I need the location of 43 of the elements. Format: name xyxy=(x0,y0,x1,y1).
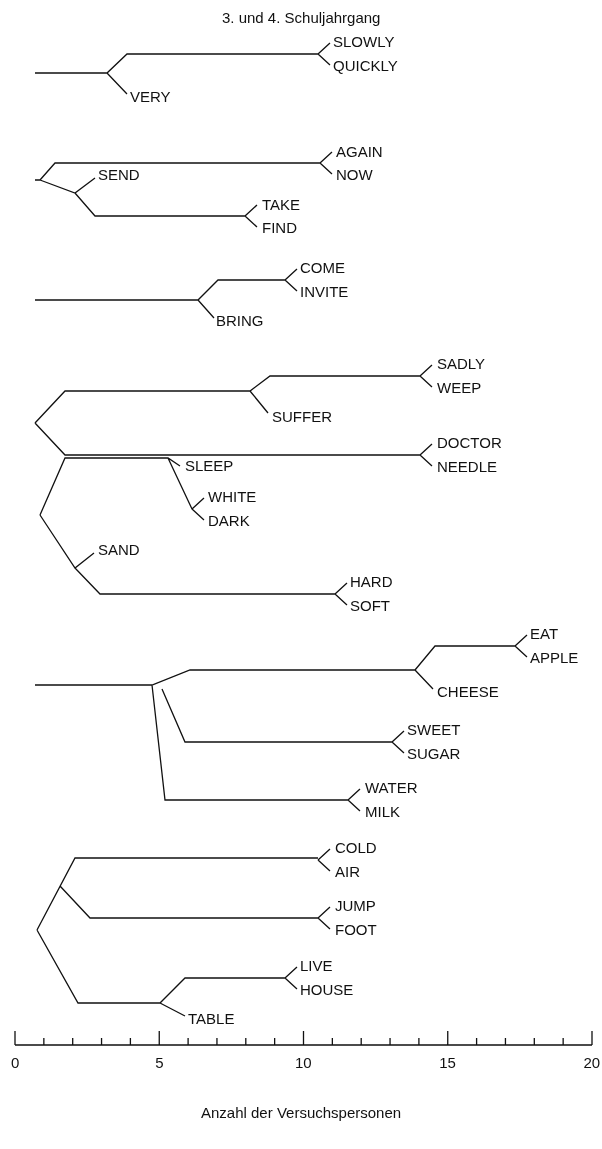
word-label: WATER xyxy=(365,779,418,797)
word-label: FOOT xyxy=(335,921,377,939)
axis-title: Anzahl der Versuchspersonen xyxy=(201,1104,402,1122)
word-label: HARD xyxy=(350,573,393,591)
word-label: LIVE xyxy=(300,957,333,975)
word-label: TAKE xyxy=(262,196,301,214)
word-label: SEND xyxy=(98,166,140,184)
word-label: SOFT xyxy=(350,597,390,615)
word-label: BRING xyxy=(216,312,264,330)
word-label: SWEET xyxy=(407,721,461,739)
word-label: WEEP xyxy=(437,379,482,397)
word-label: SLEEP xyxy=(185,457,234,475)
word-label: SUGAR xyxy=(407,745,461,763)
word-label: AGAIN xyxy=(336,143,383,161)
word-label: EAT xyxy=(530,625,559,643)
word-label: SAND xyxy=(98,541,140,559)
word-label: TABLE xyxy=(188,1010,235,1028)
word-label: NOW xyxy=(336,166,373,184)
word-label: NEEDLE xyxy=(437,458,498,476)
tick-label: 0 xyxy=(11,1054,20,1072)
tick-label: 5 xyxy=(155,1054,164,1072)
word-label: COME xyxy=(300,259,345,277)
word-label: FIND xyxy=(262,219,297,237)
word-label: JUMP xyxy=(335,897,376,915)
word-label: INVITE xyxy=(300,283,349,301)
word-label: AIR xyxy=(335,863,360,881)
tick-label: 20 xyxy=(583,1054,601,1072)
word-label: SADLY xyxy=(437,355,486,373)
word-label: DOCTOR xyxy=(437,434,502,452)
word-label: HOUSE xyxy=(300,981,354,999)
tick-label: 10 xyxy=(295,1054,312,1072)
word-label: APPLE xyxy=(530,649,579,667)
word-label: DARK xyxy=(208,512,250,530)
word-label: COLD xyxy=(335,839,377,857)
word-label: SUFFER xyxy=(272,408,332,426)
tick-label: 15 xyxy=(439,1054,456,1072)
word-label: MILK xyxy=(365,803,400,821)
chart-title: 3. und 4. Schuljahrgang xyxy=(222,9,381,27)
word-label: SLOWLY xyxy=(333,33,395,51)
word-label: VERY xyxy=(130,88,171,106)
word-label: CHEESE xyxy=(437,683,499,701)
word-label: WHITE xyxy=(208,488,257,506)
word-label: QUICKLY xyxy=(333,57,398,75)
